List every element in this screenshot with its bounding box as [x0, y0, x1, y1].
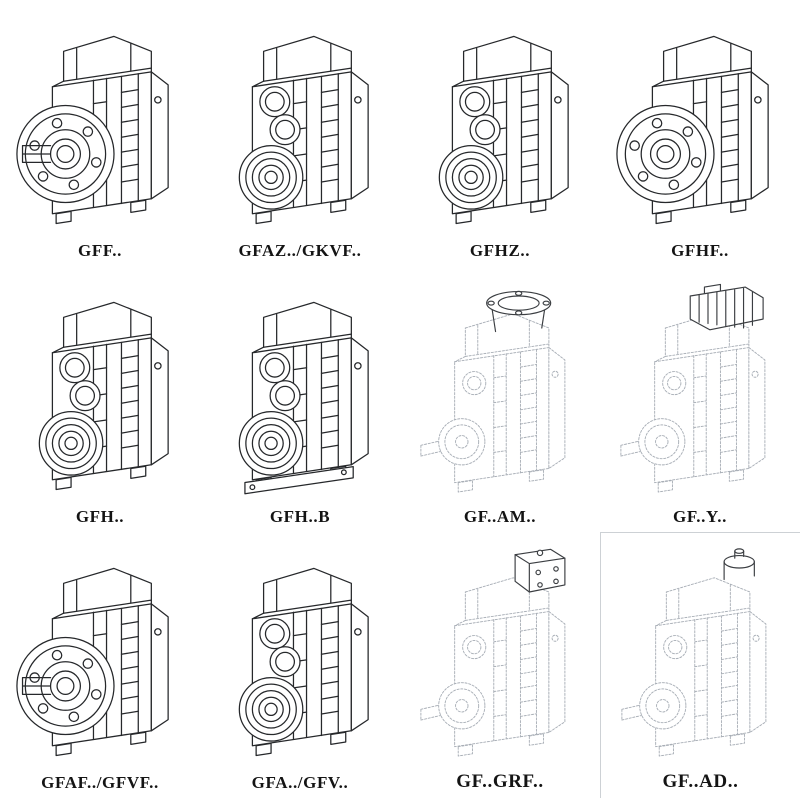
- catalog-cell-gfh: GFH..: [0, 266, 200, 532]
- catalog-cell-gf-ad: GF..AD..: [600, 532, 800, 798]
- model-label: GF..AM..: [463, 507, 537, 526]
- catalog-cell-gfhf: GFHF..: [600, 0, 800, 266]
- catalog-cell-gfhz: GFHZ..: [400, 0, 600, 266]
- gearbox-hollow-shaft-baseplate-drawing: [210, 280, 390, 504]
- gearbox-input-adapter-box-drawing: [410, 544, 590, 768]
- gearbox-flange-output-shaft-drawing: [10, 546, 190, 770]
- gearbox-hollow-shaft-face-drawing: [210, 14, 390, 238]
- model-label: GF..Y..: [673, 507, 727, 526]
- model-label: GFAF../GFVF..: [41, 773, 159, 792]
- catalog-cell-gfaf-gfvf: GFAF../GFVF..: [0, 532, 200, 798]
- gearbox-hollow-shaft-face-drawing: [210, 546, 390, 770]
- gearbox-hollow-shaft-face-drawing: [10, 280, 190, 504]
- model-label: GFHF..: [671, 241, 729, 260]
- gearbox-motor-flange-adapter-drawing: [410, 280, 590, 504]
- catalog-cell-gf-grf: GF..GRF..: [400, 532, 600, 798]
- model-label: GFF..: [78, 241, 122, 260]
- catalog-cell-gfa-gfv: GFA../GFV..: [200, 532, 400, 798]
- model-label: GF..GRF..: [456, 771, 544, 792]
- catalog-cell-gf-am: GF..AM..: [400, 266, 600, 532]
- gearbox-hollow-shaft-face-drawing: [410, 14, 590, 238]
- model-label: GFAZ../GKVF..: [238, 241, 362, 260]
- catalog-cell-gff: GFF..: [0, 0, 200, 266]
- gearbox-input-shaft-cover-drawing: [611, 544, 791, 768]
- model-label: GFH..: [75, 507, 125, 526]
- catalog-cell-gfh-b: GFH..B: [200, 266, 400, 532]
- model-label: GF..AD..: [662, 771, 739, 792]
- catalog-cell-gfaz-gkvf: GFAZ../GKVF..: [200, 0, 400, 266]
- model-label: GFH..B: [269, 507, 331, 526]
- gearbox-flange-hollow-drawing: [610, 14, 790, 238]
- gearbox-with-mounted-motor-drawing: [610, 280, 790, 504]
- gearbox-flange-output-shaft-drawing: [10, 14, 190, 238]
- model-label: GFA../GFV..: [251, 773, 349, 792]
- catalog-cell-gf-y: GF..Y..: [600, 266, 800, 532]
- model-label: GFHZ..: [469, 241, 531, 260]
